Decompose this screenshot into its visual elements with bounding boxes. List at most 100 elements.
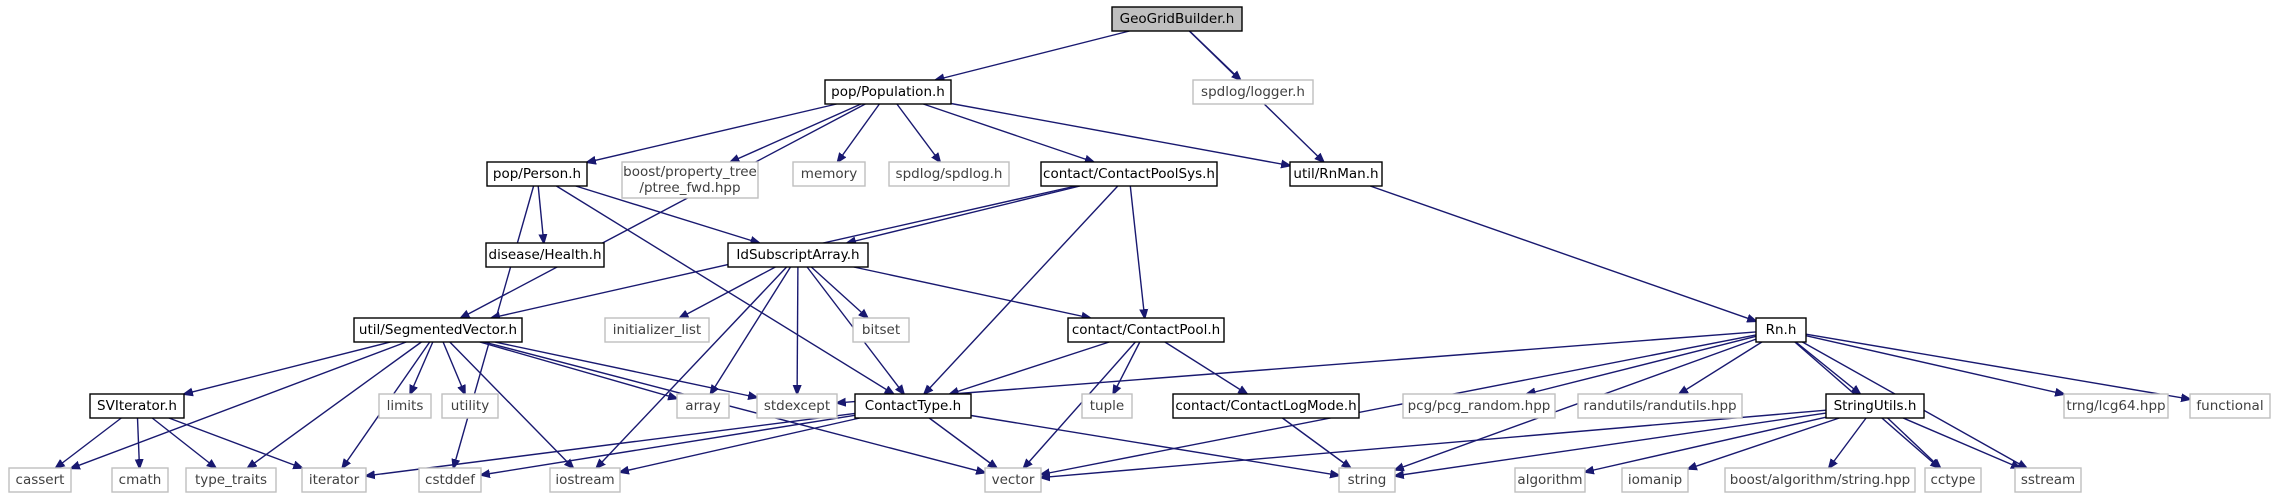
- node-label: spdlog/spdlog.h: [896, 166, 1003, 182]
- node-string: string: [1338, 467, 1396, 493]
- node-box: [1924, 467, 1982, 493]
- node-box: [1338, 467, 1396, 493]
- node-cctype: cctype: [1924, 467, 1982, 493]
- node-idsubscript[interactable]: IdSubscriptArray.h: [727, 242, 869, 268]
- node-box: [1081, 393, 1133, 419]
- node-label: randutils/randutils.hpp: [1583, 398, 1736, 414]
- node-memory: memory: [792, 161, 866, 187]
- node-stringutils[interactable]: StringUtils.h: [1825, 393, 1925, 419]
- node-label: bitset: [862, 322, 900, 338]
- node-population[interactable]: pop/Population.h: [824, 79, 952, 105]
- edge-contactlogmode-to-string: [1281, 417, 1350, 468]
- node-box: [1402, 393, 1556, 419]
- edge-stringutils-to-cctype: [1887, 417, 1941, 468]
- node-rn[interactable]: Rn.h: [1755, 317, 1807, 343]
- edge-sviterator-to-iterator: [168, 417, 302, 468]
- node-label: vector: [992, 472, 1035, 488]
- edge-rn-to-string: [1395, 338, 1757, 470]
- edge-rn-to-functional: [1805, 333, 2190, 399]
- edge-idsubscript-to-initializer_list: [680, 266, 776, 318]
- node-box: [89, 393, 185, 419]
- node-contactpoolsys[interactable]: contact/ContactPoolSys.h: [1040, 161, 1218, 187]
- edge-rn-to-vector: [1041, 334, 1757, 475]
- edges-layer: [56, 30, 2190, 478]
- node-sstream: sstream: [2014, 467, 2082, 493]
- edge-segmented-to-type_traits: [248, 341, 422, 468]
- node-box: [1040, 161, 1218, 187]
- node-segmented[interactable]: util/SegmentedVector.h: [353, 317, 523, 343]
- edge-sviterator-to-type_traits: [151, 417, 216, 468]
- node-ptree_fwd: boost/property_tree/ptree_fwd.hpp: [621, 161, 759, 199]
- edge-stringutils-to-boost_string: [1829, 417, 1867, 468]
- node-stdexcept: stdexcept: [756, 393, 838, 419]
- node-box: [2189, 393, 2271, 419]
- node-label: cstddef: [425, 472, 476, 488]
- node-randutils: randutils/randutils.hpp: [1577, 393, 1743, 419]
- node-label: type_traits: [195, 472, 267, 488]
- edge-contactpoolsys-to-contactpool: [1129, 185, 1144, 318]
- node-box: [549, 467, 621, 493]
- node-algorithm: algorithm: [1514, 467, 1586, 493]
- node-box: [1825, 393, 1925, 419]
- edge-contactpool-to-contacttype: [950, 341, 1110, 394]
- edge-contacttype-to-iterator: [366, 412, 856, 476]
- edge-contacttype-to-cstddef: [481, 414, 856, 475]
- node-bitset: bitset: [852, 317, 910, 343]
- node-contacttype[interactable]: ContactType.h: [854, 393, 972, 419]
- node-tuple: tuple: [1081, 393, 1133, 419]
- node-box: [2063, 393, 2169, 419]
- node-box: [727, 242, 869, 268]
- node-label: disease/Health.h: [489, 247, 602, 263]
- edge-rn-to-stdexcept: [837, 331, 1757, 403]
- edge-sviterator-to-cmath: [138, 417, 140, 468]
- edge-contactpool-to-tuple: [1113, 341, 1141, 394]
- node-health[interactable]: disease/Health.h: [485, 242, 605, 268]
- edge-population-to-spdlog: [896, 103, 940, 162]
- node-box: [1172, 393, 1360, 419]
- node-label: /ptree_fwd.hpp: [639, 180, 740, 196]
- node-box: [1192, 79, 1314, 105]
- node-label: sstream: [2021, 472, 2075, 488]
- edge-segmented-to-sviterator: [184, 341, 391, 394]
- edge-rn-to-stringutils: [1795, 341, 1860, 394]
- node-box: [888, 161, 1010, 187]
- node-sviterator[interactable]: SVIterator.h: [89, 393, 185, 419]
- node-box: [824, 79, 952, 105]
- node-box: [604, 317, 710, 343]
- node-box: [441, 393, 499, 419]
- node-label: GeoGridBuilder.h: [1120, 11, 1235, 27]
- edge-rn-to-pcg_random: [1527, 335, 1757, 394]
- edge-contactpoolsys-to-idsubscript: [847, 185, 1081, 243]
- node-box: [185, 467, 277, 493]
- node-contactpool[interactable]: contact/ContactPool.h: [1067, 317, 1225, 343]
- edge-population-to-segmented: [461, 103, 866, 318]
- node-box: [854, 393, 972, 419]
- node-geogridbuilder[interactable]: GeoGridBuilder.h: [1111, 6, 1243, 32]
- node-label: Rn.h: [1766, 322, 1797, 338]
- node-box: [1514, 467, 1586, 493]
- node-label: tuple: [1090, 398, 1124, 414]
- node-label: cctype: [1930, 472, 1975, 488]
- node-label: boost/property_tree: [623, 164, 757, 180]
- edge-idsubscript-to-stdexcept: [797, 266, 798, 394]
- node-rnman[interactable]: util/RnMan.h: [1289, 161, 1383, 187]
- edge-segmented-to-utility: [442, 341, 465, 394]
- node-label: pcg/pcg_random.hpp: [1408, 398, 1551, 414]
- node-label: limits: [387, 398, 424, 414]
- edge-idsubscript-to-contactpool: [853, 266, 1091, 318]
- node-box: [378, 393, 432, 419]
- node-box: [111, 467, 169, 493]
- edge-population-to-contactpoolsys: [923, 103, 1093, 162]
- node-logger: spdlog/logger.h: [1192, 79, 1314, 105]
- node-label: array: [685, 398, 720, 414]
- node-label: cassert: [16, 472, 65, 488]
- edge-contactpoolsys-to-contacttype: [924, 185, 1119, 394]
- node-box: [1724, 467, 1916, 493]
- node-cassert: cassert: [8, 467, 72, 493]
- node-contactlogmode[interactable]: contact/ContactLogMode.h: [1172, 393, 1360, 419]
- nodes-layer: GeoGridBuilder.h pop/Population.h spdlog/l…: [8, 6, 2271, 493]
- edge-geogridbuilder-to-population: [936, 30, 1130, 80]
- node-person[interactable]: pop/Person.h: [486, 161, 588, 187]
- node-box: [984, 467, 1042, 493]
